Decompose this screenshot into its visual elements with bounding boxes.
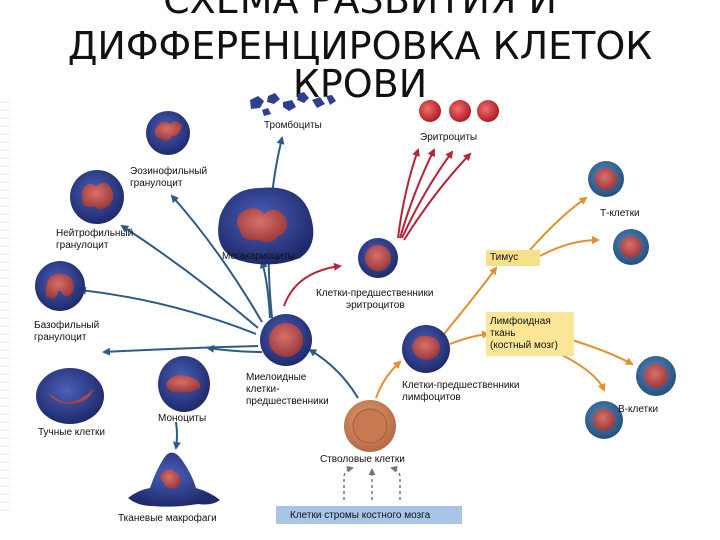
monocyte-cell <box>158 356 210 412</box>
stroma-box <box>276 506 462 524</box>
label-megakaryocytes: Мегакариоциты <box>222 251 295 262</box>
label-lymphoid-2: ткань <box>490 328 516 339</box>
left-edge-strip <box>0 95 10 515</box>
arrow-erythro-to-erythrocytes-3 <box>401 150 454 239</box>
label-neutrophil-2: гранулоцит <box>56 240 109 251</box>
mast-cell <box>36 368 104 424</box>
tissue-macrophage-cell <box>128 452 220 507</box>
lymphoid-tissue-box <box>486 312 574 356</box>
label-tissue-macrophages: Тканевые макрофаги <box>118 513 217 524</box>
label-lympho-precursors-2: лимфоцитов <box>402 392 461 403</box>
arrow-myeloid-to-mast-cells <box>102 345 259 356</box>
arrow-myeloid-to-megakaryocytes <box>259 260 271 319</box>
label-erythrocytes: Эритроциты <box>420 132 478 143</box>
eosinophil-cell <box>146 111 190 155</box>
label-b-cells: В-клетки <box>618 404 659 415</box>
arrow-lympho-to-lymphoid-tissue <box>449 330 490 345</box>
label-lymphoid-1: Лимфоидная <box>490 316 551 327</box>
label-neutrophil-1: Нейтрофильный <box>56 228 134 239</box>
label-mast-cells: Тучные клетки <box>38 427 105 438</box>
arrow-stem-to-lympho-precursors <box>375 360 402 399</box>
label-eosinophil-1: Эозинофильный <box>130 166 208 177</box>
arrow-lymphoid-to-bcells-lower <box>559 353 606 392</box>
label-basophil-2: гранулоцит <box>34 332 87 343</box>
erythrocyte-cells <box>419 100 499 122</box>
arrow-lymphoid-to-bcells-upper <box>571 339 634 365</box>
arrow-thymus-to-tcells-lower <box>539 236 600 257</box>
arrow-monocytes-to-macrophages <box>172 421 181 450</box>
label-stroma: Клетки стромы костного мозга <box>290 510 431 521</box>
label-myeloid-3: предшественники <box>246 396 329 407</box>
label-lymphoid-3: (костный мозг) <box>490 340 558 351</box>
label-eosinophil-2: гранулоцит <box>130 178 183 189</box>
label-erythro-precursors-2: эритроцитов <box>346 300 405 311</box>
erythro-precursor-cell <box>358 238 398 278</box>
myeloid-precursor-cell <box>260 314 312 366</box>
arrow-thymus-to-tcells-upper <box>529 196 588 251</box>
arrow-erythro-to-erythrocytes-2 <box>399 148 435 239</box>
label-thrombocytes: Тромбоциты <box>264 120 322 131</box>
arrow-myeloid-to-basophil <box>78 286 257 335</box>
label-monocytes: Моноциты <box>158 413 207 424</box>
t-cell-lower <box>613 229 649 265</box>
label-lympho-precursors-1: Клетки-предшественники <box>402 380 520 391</box>
diagram-title-line-3: КРОВИ <box>292 62 428 106</box>
arrow-stroma-to-stem-3 <box>390 465 401 500</box>
arrow-myeloid-to-neutrophil <box>120 224 259 329</box>
t-cell-upper <box>588 161 624 197</box>
thrombocyte-cells <box>250 92 336 116</box>
stem-cell <box>344 400 396 452</box>
arrow-lympho-to-thymus <box>443 266 498 335</box>
label-myeloid-2: клетки- <box>246 384 280 395</box>
diagram-title-line-1: СХЕМА РАЗВИТИЯ И <box>163 0 557 22</box>
label-thymus: Тимус <box>490 252 519 263</box>
label-erythro-precursors-1: Клетки-предшественники <box>316 288 434 299</box>
arrow-myeloid-to-erythro-precursors <box>283 262 342 307</box>
lympho-precursor-cell <box>402 325 450 373</box>
label-t-cells: Т-клетки <box>600 208 640 219</box>
megakaryocyte-cell <box>218 187 314 265</box>
label-myeloid-1: Миелоидные <box>246 372 307 383</box>
b-cell-upper <box>636 356 676 396</box>
arrow-myeloid-to-eosinophil <box>170 194 263 323</box>
label-stem-cells: Стволовые клетки <box>320 454 405 465</box>
arrow-erythro-to-erythrocytes-1 <box>397 148 420 239</box>
arrow-myeloid-to-monocytes <box>206 344 263 353</box>
arrow-stem-to-myeloid <box>308 348 359 399</box>
arrow-erythro-to-erythrocytes-4 <box>403 152 472 241</box>
basophil-cell <box>35 261 85 311</box>
arrow-stroma-to-stem-1 <box>343 465 354 500</box>
b-cell-lower <box>585 401 623 439</box>
diagram-title-line-2: ДИФФЕРЕНЦИРОВКА КЛЕТОК <box>67 24 653 68</box>
label-basophil-1: Базофильный <box>34 320 100 331</box>
neutrophil-cell <box>70 170 124 224</box>
thymus-box <box>486 250 540 266</box>
